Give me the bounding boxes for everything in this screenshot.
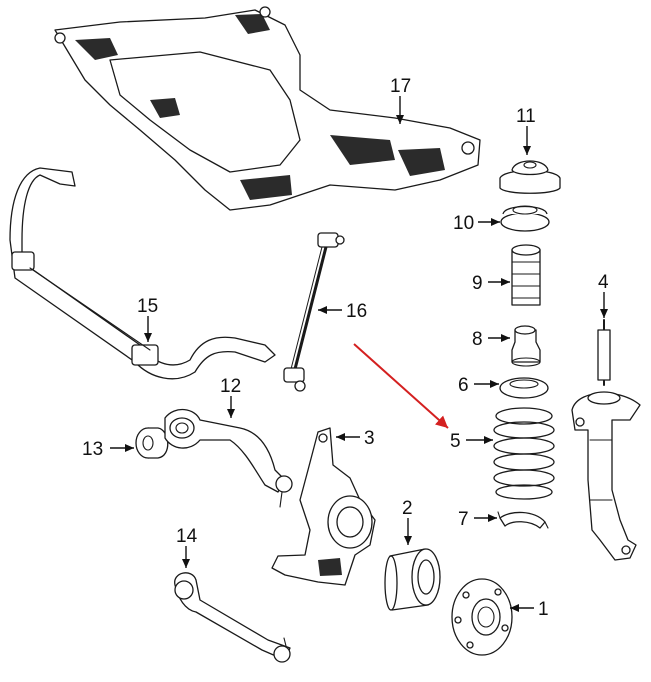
callout-2: 2 [402, 498, 413, 519]
tension-strut-part[interactable] [174, 572, 291, 663]
callout-8: 8 [472, 329, 483, 350]
subframe-part[interactable] [54, 6, 481, 211]
highlight-arrow [353, 343, 449, 429]
strut-bearing-part[interactable] [500, 205, 550, 232]
control-arm-bushing-part[interactable] [135, 427, 169, 459]
coil-spring-part[interactable] [493, 407, 555, 500]
steering-knuckle-part[interactable] [271, 427, 376, 586]
callout-16: 16 [346, 301, 367, 322]
callout-13: 13 [82, 439, 103, 460]
spring-seat-part[interactable] [499, 377, 549, 399]
callout-1: 1 [538, 599, 549, 620]
bump-stop-part[interactable] [511, 325, 541, 367]
callout-9: 9 [472, 273, 483, 294]
callout-6: 6 [458, 375, 469, 396]
callout-15: 15 [137, 296, 158, 317]
callout-11: 11 [516, 106, 536, 127]
shock-absorber-part[interactable] [571, 319, 641, 561]
callout-7: 7 [458, 509, 469, 530]
strut-mount-part[interactable] [499, 160, 561, 194]
control-arm-part[interactable] [164, 408, 293, 508]
callout-5: 5 [450, 431, 461, 452]
wheel-hub-part[interactable] [451, 578, 513, 656]
callout-17: 17 [390, 76, 411, 97]
callout-labels: 17 11 10 9 8 6 5 7 4 16 15 12 13 3 2 14 … [82, 76, 609, 620]
callout-14: 14 [176, 526, 198, 547]
callout-4: 4 [598, 272, 609, 293]
stabilizer-link-part[interactable] [283, 232, 345, 392]
leader-lines [110, 96, 608, 612]
dust-boot-part[interactable] [511, 244, 541, 306]
callout-10: 10 [453, 213, 474, 234]
callout-12: 12 [220, 376, 241, 397]
spring-isolator-part[interactable] [497, 511, 549, 529]
callout-3: 3 [364, 428, 375, 449]
wheel-bearing-part[interactable] [384, 548, 441, 611]
stabilizer-bar-part[interactable] [9, 167, 276, 380]
